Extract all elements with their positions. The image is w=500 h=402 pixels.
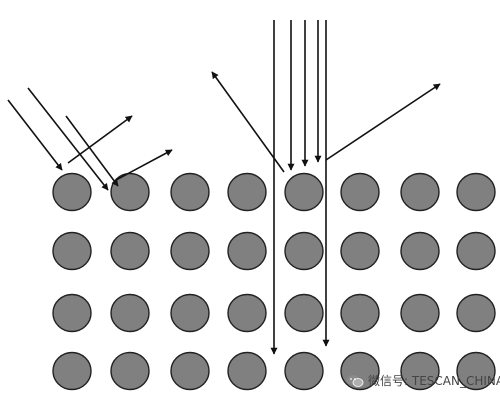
- atom-circle: [170, 172, 210, 212]
- atom-circle: [170, 231, 210, 271]
- atom-circle: [340, 172, 380, 212]
- atom-circle: [110, 293, 150, 333]
- atom-circle: [400, 231, 440, 271]
- atom-circle: [110, 172, 150, 212]
- reflected-beam-arrow: [115, 149, 173, 181]
- atom-circle: [110, 351, 150, 391]
- atom-circle: [227, 351, 267, 391]
- atom-circle: [456, 293, 496, 333]
- backscattered-beam-arrow: [211, 71, 285, 173]
- atom-circle: [340, 293, 380, 333]
- atom-circle: [400, 351, 440, 391]
- atom-circle: [227, 293, 267, 333]
- atom-circle: [284, 293, 324, 333]
- beam-arrows: [7, 20, 441, 355]
- atom-circle: [456, 172, 496, 212]
- backscattered-beam-arrow: [325, 83, 441, 161]
- atom-circle: [284, 231, 324, 271]
- atom-circle: [227, 231, 267, 271]
- atom-circle: [227, 172, 267, 212]
- watermark-text: 微信号: TESCAN_CHINA: [368, 374, 500, 388]
- atom-lattice: [52, 172, 496, 391]
- watermark: 微信号: TESCAN_CHINA: [346, 372, 500, 389]
- atom-circle: [456, 231, 496, 271]
- atom-circle: [52, 351, 92, 391]
- atom-circle: [52, 231, 92, 271]
- reflected-beam-arrow: [67, 115, 133, 164]
- atom-circle: [456, 351, 496, 391]
- atom-circle: [340, 231, 380, 271]
- atom-circle: [52, 293, 92, 333]
- atom-circle: [110, 231, 150, 271]
- atom-circle: [400, 172, 440, 212]
- atom-circle: [170, 351, 210, 391]
- incident-beam-arrow: [7, 99, 63, 171]
- atom-circle: [284, 351, 324, 391]
- wechat-icon: [346, 374, 364, 387]
- incident-beam-arrow: [65, 115, 119, 187]
- atom-circle: [52, 172, 92, 212]
- atom-circle: [400, 293, 440, 333]
- atom-circle: [170, 293, 210, 333]
- incident-beam-arrow: [27, 87, 109, 191]
- atom-circle: [284, 172, 324, 212]
